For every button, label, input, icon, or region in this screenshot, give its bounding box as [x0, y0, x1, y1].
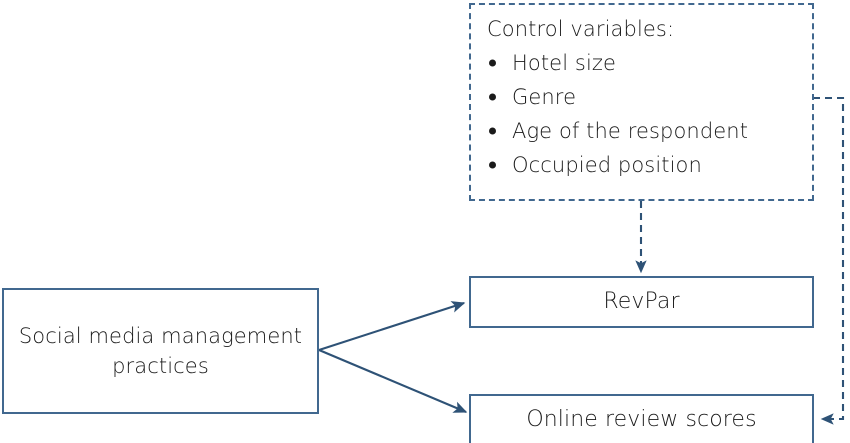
control-variables-list: Hotel size Genre Age of the respondent O… — [485, 46, 812, 182]
node-revpar: RevPar — [469, 276, 814, 328]
control-variables-title: Control variables: — [487, 17, 675, 41]
control-variables-box: Control variables: Hotel size Genre Age … — [469, 3, 814, 201]
control-variable-label: Genre — [512, 85, 577, 109]
node-social-media-management-practices: Social media management practices — [2, 288, 319, 414]
bullet-icon — [489, 127, 496, 135]
edge-predictor-to-reviews — [318, 349, 468, 413]
bullet-icon — [489, 93, 496, 101]
control-variable-label: Occupied position — [512, 153, 702, 177]
control-variable-item: Hotel size — [485, 46, 812, 80]
control-variable-label: Hotel size — [512, 51, 617, 75]
edge-predictor-to-revpar — [318, 301, 466, 351]
bullet-icon — [489, 161, 496, 169]
control-variable-item: Genre — [485, 80, 812, 114]
node-online-review-scores: Online review scores — [469, 394, 814, 443]
bullet-icon — [489, 59, 496, 67]
node-label: Social media management practices — [18, 324, 303, 378]
control-variable-label: Age of the respondent — [512, 119, 749, 143]
control-variable-item: Age of the respondent — [485, 114, 812, 148]
node-label: Online review scores — [526, 407, 757, 432]
node-label: RevPar — [603, 289, 680, 314]
control-variable-item: Occupied position — [485, 148, 812, 182]
edge-controls-to-reviews — [813, 96, 845, 425]
